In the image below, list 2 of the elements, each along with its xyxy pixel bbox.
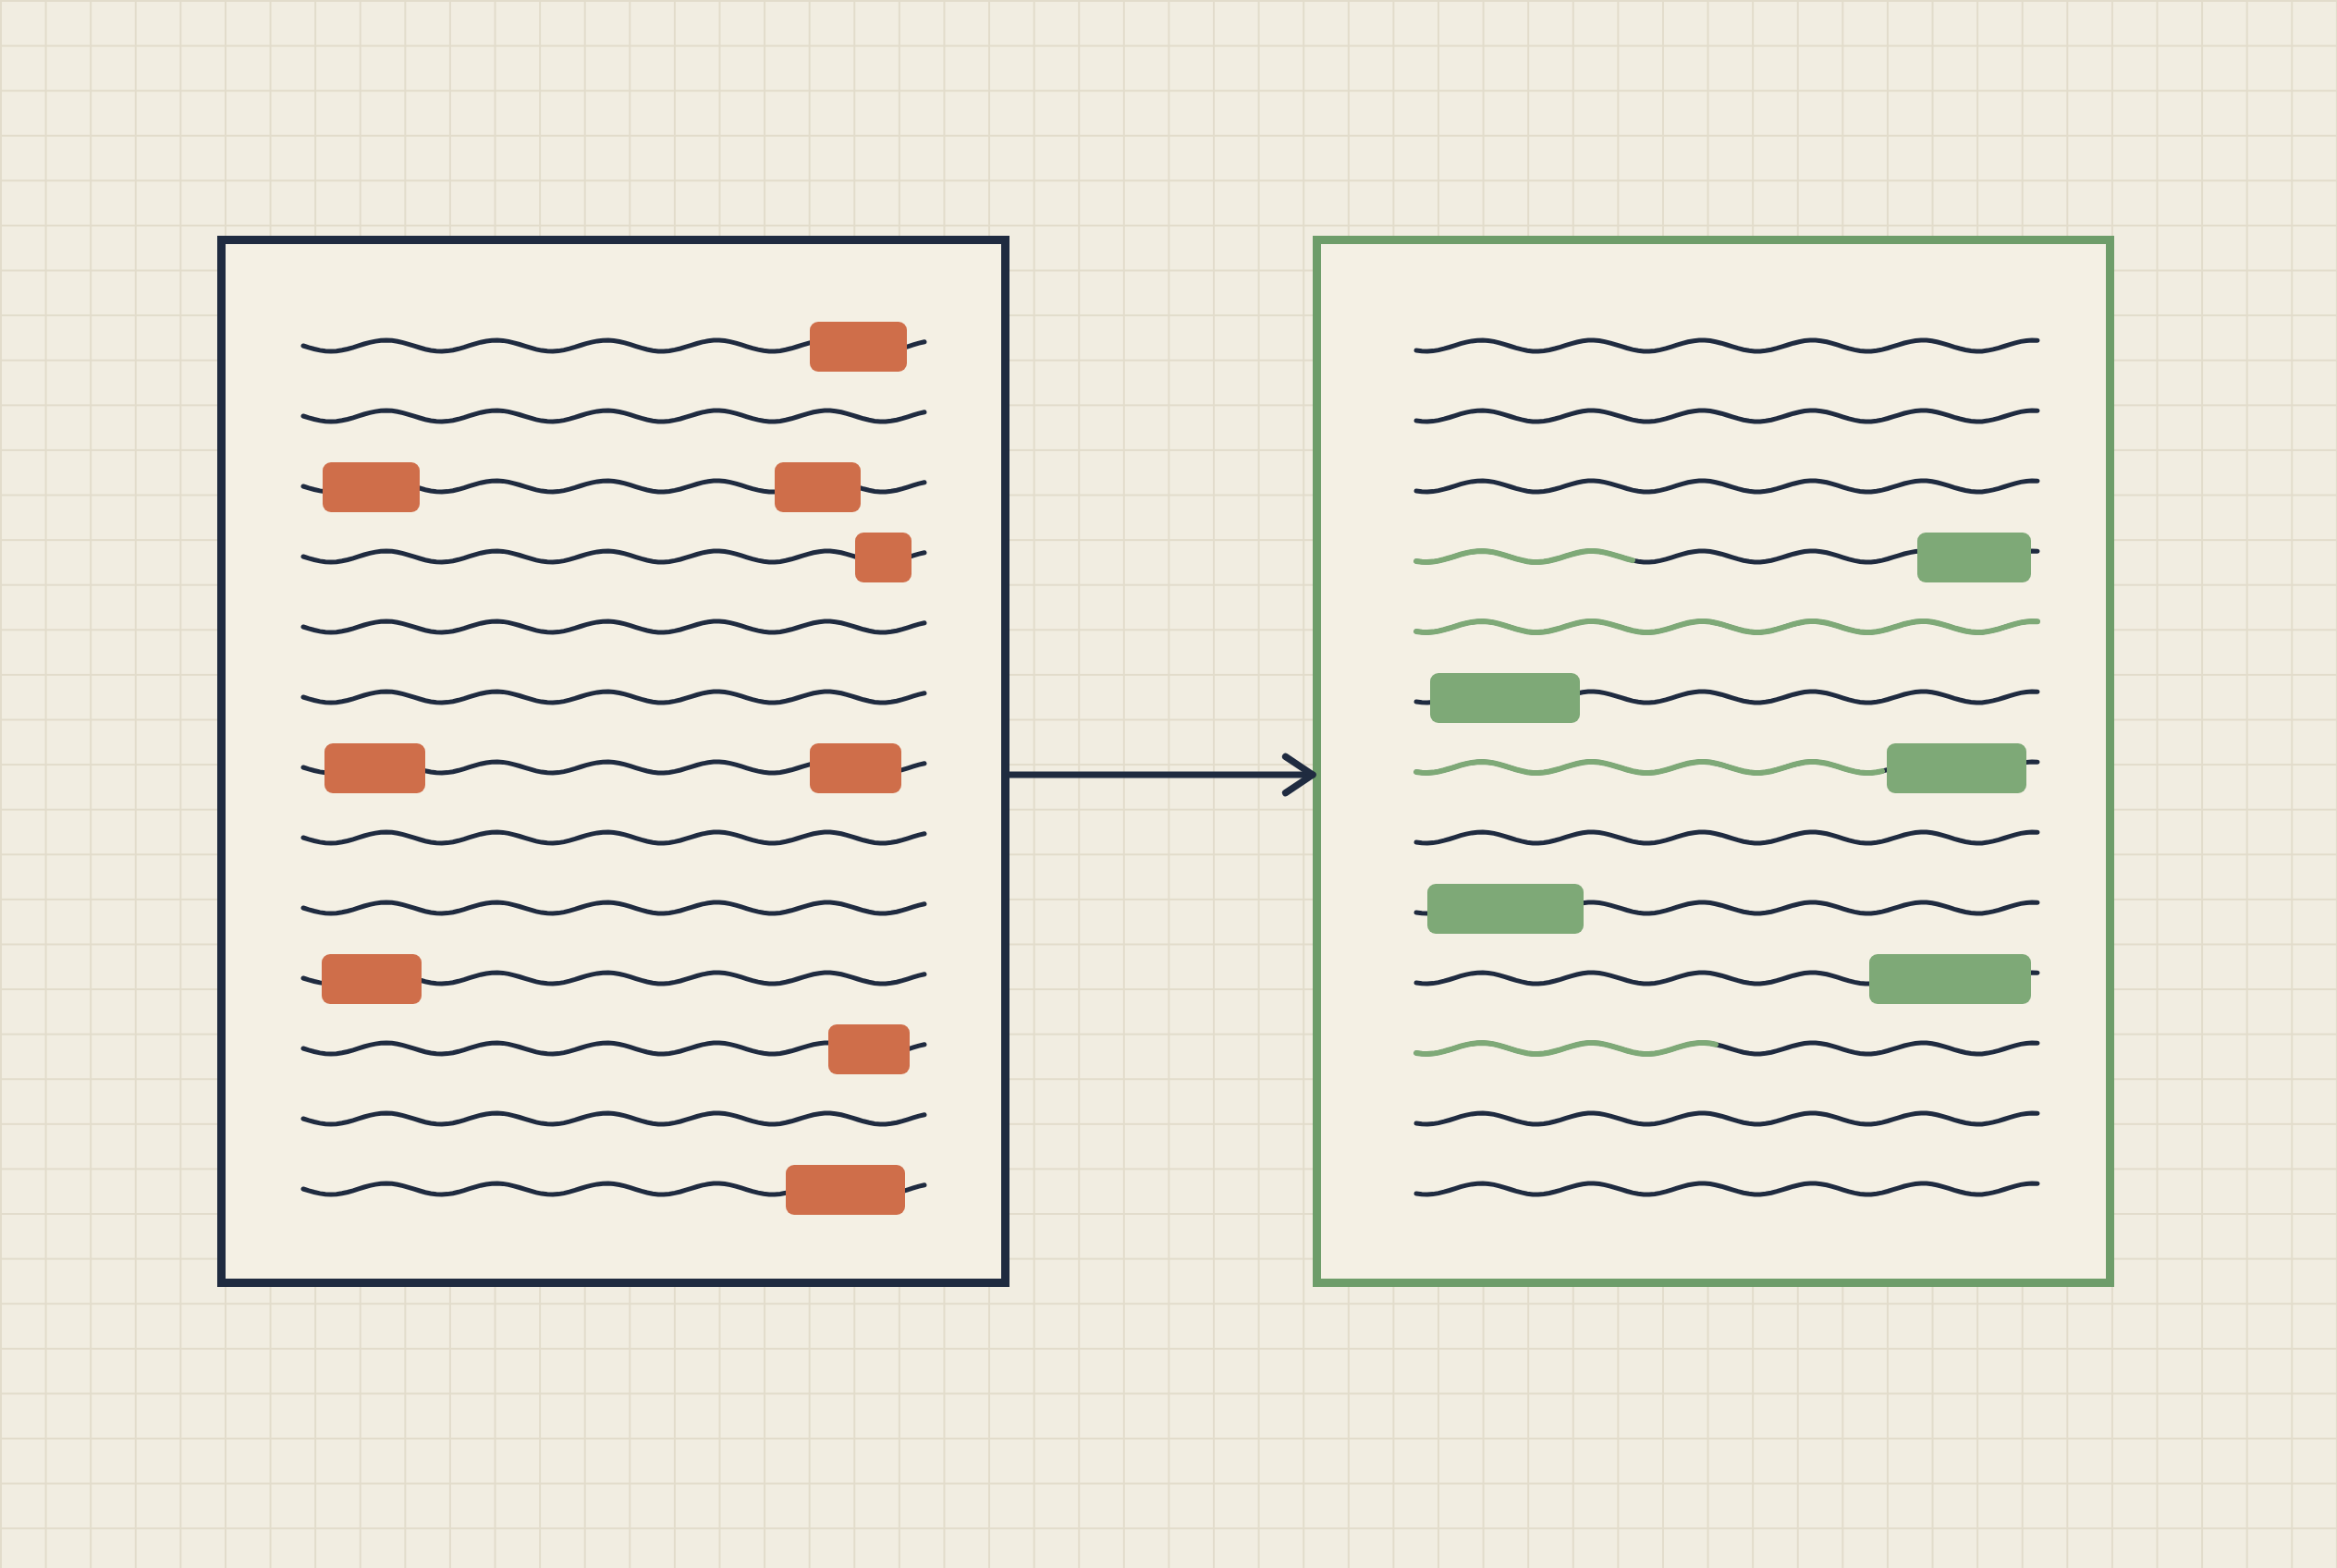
document-page bbox=[217, 236, 1009, 1287]
document-page bbox=[1313, 236, 2114, 1287]
